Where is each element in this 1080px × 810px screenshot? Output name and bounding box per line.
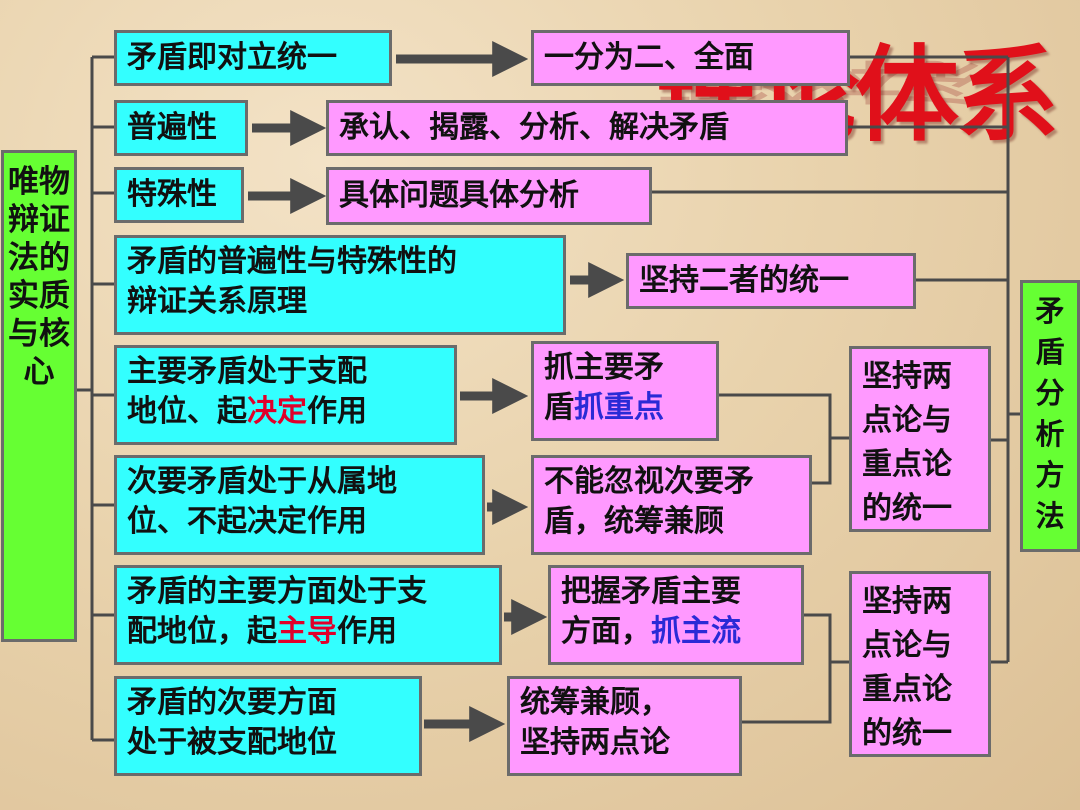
row7-left-box: 矛盾的主要方面处于支 配地位，起主导作用 xyxy=(114,565,502,665)
row5-right-line1: 抓主要矛 xyxy=(544,350,664,385)
row4-left-line1: 矛盾的普遍性与特殊性的 xyxy=(127,244,457,279)
row1-right-box: 一分为二、全面 xyxy=(531,30,850,86)
combine1-line4: 的统一 xyxy=(862,491,952,526)
row7-left-line2-a: 配地位，起 xyxy=(127,614,277,649)
row2-left-text: 普遍性 xyxy=(127,110,217,145)
combine1-line1: 坚持两 xyxy=(862,359,952,394)
row6-left-line2: 位、不起决定作用 xyxy=(127,504,367,539)
row8-right-box: 统筹兼顾， 坚持两点论 xyxy=(507,676,742,776)
combine-box-1: 坚持两 点论与 重点论 的统一 xyxy=(849,346,991,532)
row3-right-box: 具体问题具体分析 xyxy=(326,167,652,225)
row5-right-line2-a: 盾 xyxy=(544,390,574,425)
combine2-line3: 重点论 xyxy=(862,672,952,707)
row4-left-box: 矛盾的普遍性与特殊性的 辩证关系原理 xyxy=(114,235,566,335)
row7-left-line1: 矛盾的主要方面处于支 xyxy=(127,574,427,609)
row7-right-box: 把握矛盾主要 方面，抓主流 xyxy=(548,565,804,665)
row1-left-box: 矛盾即对立统一 xyxy=(114,30,392,86)
combine-box-2: 坚持两 点论与 重点论 的统一 xyxy=(849,571,991,757)
combine2-line1: 坚持两 xyxy=(862,584,952,619)
combine1-line2: 点论与 xyxy=(862,403,952,438)
row2-left-box: 普遍性 xyxy=(114,100,248,156)
row1-right-text: 一分为二、全面 xyxy=(544,40,754,75)
combine2-line2: 点论与 xyxy=(862,628,952,663)
row6-left-box: 次要矛盾处于从属地 位、不起决定作用 xyxy=(114,455,485,555)
row6-right-line2: 盾，统筹兼顾 xyxy=(544,504,724,539)
row7-right-line2: 方面，抓主流 xyxy=(561,612,791,652)
row8-left-line2: 处于被支配地位 xyxy=(127,725,337,760)
row7-right-line2-a: 方面， xyxy=(561,614,651,649)
row5-left-line2-b: 作用 xyxy=(307,394,367,429)
row8-left-box: 矛盾的次要方面 处于被支配地位 xyxy=(114,676,422,776)
row5-left-line1: 主要矛盾处于支配 xyxy=(127,354,367,389)
row7-left-emphasis: 主导 xyxy=(277,614,337,649)
combine1-line3: 重点论 xyxy=(862,447,952,482)
row2-right-box: 承认、揭露、分析、解决矛盾 xyxy=(326,100,848,156)
row6-right-box: 不能忽视次要矛 盾，统筹兼顾 xyxy=(531,455,812,555)
row7-left-line2-b: 作用 xyxy=(337,614,397,649)
row4-left-line2: 辩证关系原理 xyxy=(127,284,307,319)
row4-right-box: 坚持二者的统一 xyxy=(626,253,916,309)
left-root-box: 唯物辩证法的实质与核心 xyxy=(1,150,77,642)
row5-left-line2-a: 地位、起 xyxy=(127,394,247,429)
row3-left-box: 特殊性 xyxy=(114,167,244,223)
row2-right-text: 承认、揭露、分析、解决矛盾 xyxy=(339,110,729,145)
row3-right-text: 具体问题具体分析 xyxy=(339,178,579,213)
left-root-text: 唯物辩证法的实质与核心 xyxy=(8,164,70,390)
row7-right-emphasis: 抓主流 xyxy=(651,614,741,649)
row6-right-line1: 不能忽视次要矛 xyxy=(544,464,754,499)
row4-right-text: 坚持二者的统一 xyxy=(639,263,849,298)
right-root-text: 矛盾分析方法 xyxy=(1035,294,1065,533)
row5-right-emphasis: 抓重点 xyxy=(574,390,664,425)
row3-left-text: 特殊性 xyxy=(127,177,217,212)
row5-right-box: 抓主要矛 盾抓重点 xyxy=(531,341,719,441)
row7-right-line1: 把握矛盾主要 xyxy=(561,574,741,609)
row5-left-box: 主要矛盾处于支配 地位、起决定作用 xyxy=(114,345,457,445)
row5-left-emphasis: 决定 xyxy=(247,394,307,429)
row8-left-line1: 矛盾的次要方面 xyxy=(127,685,337,720)
right-root-box: 矛盾分析方法 xyxy=(1020,280,1080,552)
row1-left-text: 矛盾即对立统一 xyxy=(127,40,337,75)
row8-right-line1: 统筹兼顾， xyxy=(520,685,670,720)
row8-right-line2: 坚持两点论 xyxy=(520,725,670,760)
row6-left-line1: 次要矛盾处于从属地 xyxy=(127,464,397,499)
row5-right-line2: 盾抓重点 xyxy=(544,388,706,428)
row5-left-line2: 地位、起决定作用 xyxy=(127,392,444,432)
combine2-line4: 的统一 xyxy=(862,716,952,751)
row7-left-line2: 配地位，起主导作用 xyxy=(127,612,489,652)
